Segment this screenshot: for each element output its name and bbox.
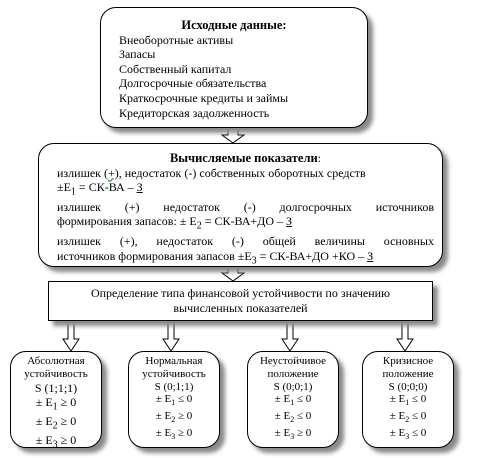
type-name: устойчивость xyxy=(142,367,206,380)
type-condition: ± Е2 ≥ 0 xyxy=(35,413,77,432)
type-condition: ± Е1 ≤ 0 xyxy=(389,393,427,408)
definition-line-2: вычисленных показателей xyxy=(173,301,308,315)
input-item-inventory: Запасы xyxy=(119,47,156,62)
type-box-unstable: Неустойчивое положение S (0;0;1) ± Е1 ≤ … xyxy=(247,351,339,448)
calculated-indicators-box: Вычисляемые показатели: излишек (+), нед… xyxy=(38,143,443,267)
input-item-short-term-loans: Краткосрочные кредиты и займы xyxy=(119,90,289,105)
input-data-title: Исходные данные: xyxy=(181,18,287,32)
stability-definition-box: Определение типа финансовой устойчивости… xyxy=(48,281,433,321)
definition-line-1: Определение типа финансовой устойчивости… xyxy=(90,286,391,300)
type-box-crisis: Кризисное положение S (0;0;0) ± Е1 ≤ 0 ±… xyxy=(362,351,454,448)
type-name: положение xyxy=(267,367,319,380)
indicator-1-description: излишек (+), недостаток (-) собственных … xyxy=(57,165,366,180)
input-item-accounts-payable: Кредиторская задолженность xyxy=(119,105,270,120)
arrow-calc-to-definition xyxy=(220,266,246,282)
type-name: Кризисное xyxy=(382,355,434,367)
type-box-normal: Нормальная устойчивость S (0;1;1) ± Е1 ≤… xyxy=(128,351,220,448)
arrow-input-to-calc xyxy=(220,127,246,144)
arrow-definition-to-absolute xyxy=(62,320,80,352)
type-condition: ± Е2 ≤ 0 xyxy=(389,410,427,425)
type-vector: S (0;0;1) xyxy=(273,380,313,393)
type-vector: S (0;1;1) xyxy=(154,380,194,393)
indicator-2-formula: формирования запасов: ± Е2 = СК-ВА+ДО – … xyxy=(57,214,293,232)
type-vector: S (1;1;1) xyxy=(34,380,78,395)
arrow-definition-to-normal xyxy=(162,320,180,352)
type-name: устойчивость xyxy=(24,367,88,380)
indicator-3-formula: источников формирования запасов ±Е3 = СК… xyxy=(57,248,374,267)
type-name: Нормальная xyxy=(145,355,203,367)
input-item-equity: Собственный капитал xyxy=(119,61,232,76)
type-vector: S (0;0;0) xyxy=(388,380,428,393)
type-condition: ± Е3 ≤ 0 xyxy=(389,427,427,442)
type-condition: ± Е3 ≥ 0 xyxy=(274,427,312,442)
calculated-indicators-title: Вычисляемые показатели: xyxy=(169,151,322,165)
type-name: Абсолютная xyxy=(27,355,85,367)
type-condition: ± Е1 ≤ 0 xyxy=(274,393,312,408)
arrow-definition-to-crisis xyxy=(396,320,414,352)
input-item-noncurrent-assets: Внеоборотные активы xyxy=(119,32,234,47)
indicator-3-description: излишек (+), недостаток (-) общей величи… xyxy=(57,234,434,249)
input-item-long-term-liabilities: Долгосрочные обязательства xyxy=(119,76,267,91)
type-condition: ± Е2 ≥ 0 xyxy=(155,410,193,425)
type-name: положение xyxy=(382,367,434,380)
input-data-box: Исходные данные: Внеоборотные активы Зап… xyxy=(100,7,368,128)
type-condition: ± Е1 ≥ 0 xyxy=(35,394,77,412)
indicator-2-description: излишек (+) недостаток (-) долгосрочных … xyxy=(57,199,434,214)
type-condition: ± Е3 ≥ 0 xyxy=(35,433,77,451)
type-condition: ± Е1 ≤ 0 xyxy=(155,393,193,408)
type-condition: ± Е3 ≥ 0 xyxy=(155,427,193,442)
type-box-absolute: Абсолютная устойчивость S (1;1;1) ± Е1 ≥… xyxy=(10,351,102,451)
type-condition: ± Е2 ≤ 0 xyxy=(274,410,312,425)
type-name: Неустойчивое xyxy=(259,355,327,367)
indicator-1-formula: ±Е1 = СК-ВА – З xyxy=(57,180,143,198)
arrow-definition-to-unstable xyxy=(281,320,299,352)
